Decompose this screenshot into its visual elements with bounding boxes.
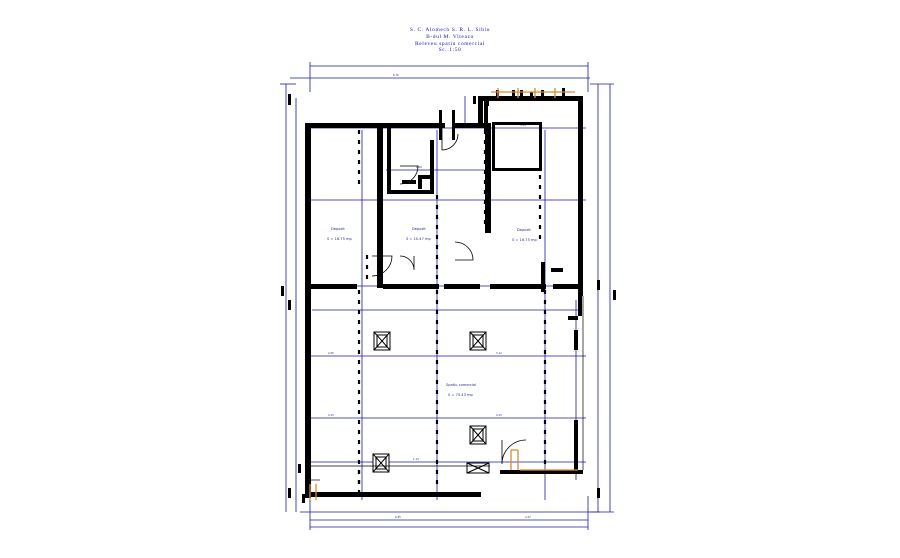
drawing-title-subject: Releveu spatiu comercial [415, 41, 485, 47]
svg-text:4.47: 4.47 [525, 515, 531, 519]
svg-text:3.12: 3.12 [496, 351, 502, 355]
walls [305, 96, 583, 498]
drawing-title-scale: Sc. 1:50 [438, 47, 462, 53]
pillar-4 [372, 453, 390, 473]
facade-right [311, 296, 584, 481]
pillars [372, 331, 490, 474]
svg-text:4.15: 4.15 [496, 413, 502, 417]
doors [371, 128, 527, 465]
svg-text:Spatiu comercial: Spatiu comercial [446, 383, 476, 387]
svg-text:Depozit: Depozit [331, 227, 345, 231]
svg-text:S = 16.75 mp: S = 16.75 mp [327, 237, 353, 241]
svg-text:6.85: 6.85 [395, 515, 401, 519]
openings-orange [309, 88, 578, 500]
dimension-lines [280, 62, 614, 530]
pillar-1 [373, 331, 391, 351]
svg-text:1.13: 1.13 [413, 457, 419, 461]
svg-text:6.76: 6.76 [393, 73, 399, 77]
svg-text:Depozit: Depozit [517, 228, 531, 232]
room-depozit-right: Depozit S = 16.75 mp [512, 228, 538, 242]
svg-text:2.00: 2.00 [416, 165, 422, 169]
svg-text:S = 16.75 mp: S = 16.75 mp [512, 238, 538, 242]
svg-text:2.65: 2.65 [328, 351, 334, 355]
pillar-2 [469, 331, 487, 351]
room-spatiu-comercial: Spatiu comercial S = 75.43 mp [446, 383, 476, 397]
svg-text:S = 10.47 mp: S = 10.47 mp [406, 237, 432, 241]
svg-text:S = 75.43 mp: S = 75.43 mp [448, 393, 474, 397]
drawing-title-address: B-dul M. Viteazu [426, 34, 474, 40]
room-depozit-middle: Depozit S = 10.47 mp [406, 227, 432, 241]
pillar-5 [466, 462, 490, 474]
svg-text:Depozit: Depozit [412, 227, 426, 231]
room-depozit-left: Depozit S = 16.75 mp [327, 227, 353, 241]
pillar-3 [469, 425, 487, 445]
svg-text:4.15: 4.15 [328, 413, 334, 417]
grid-dashes [357, 130, 547, 495]
drawing-title-company: S. C. Alomech S. R. L. Sibiu [409, 27, 491, 33]
dimension-ticks [281, 88, 616, 503]
